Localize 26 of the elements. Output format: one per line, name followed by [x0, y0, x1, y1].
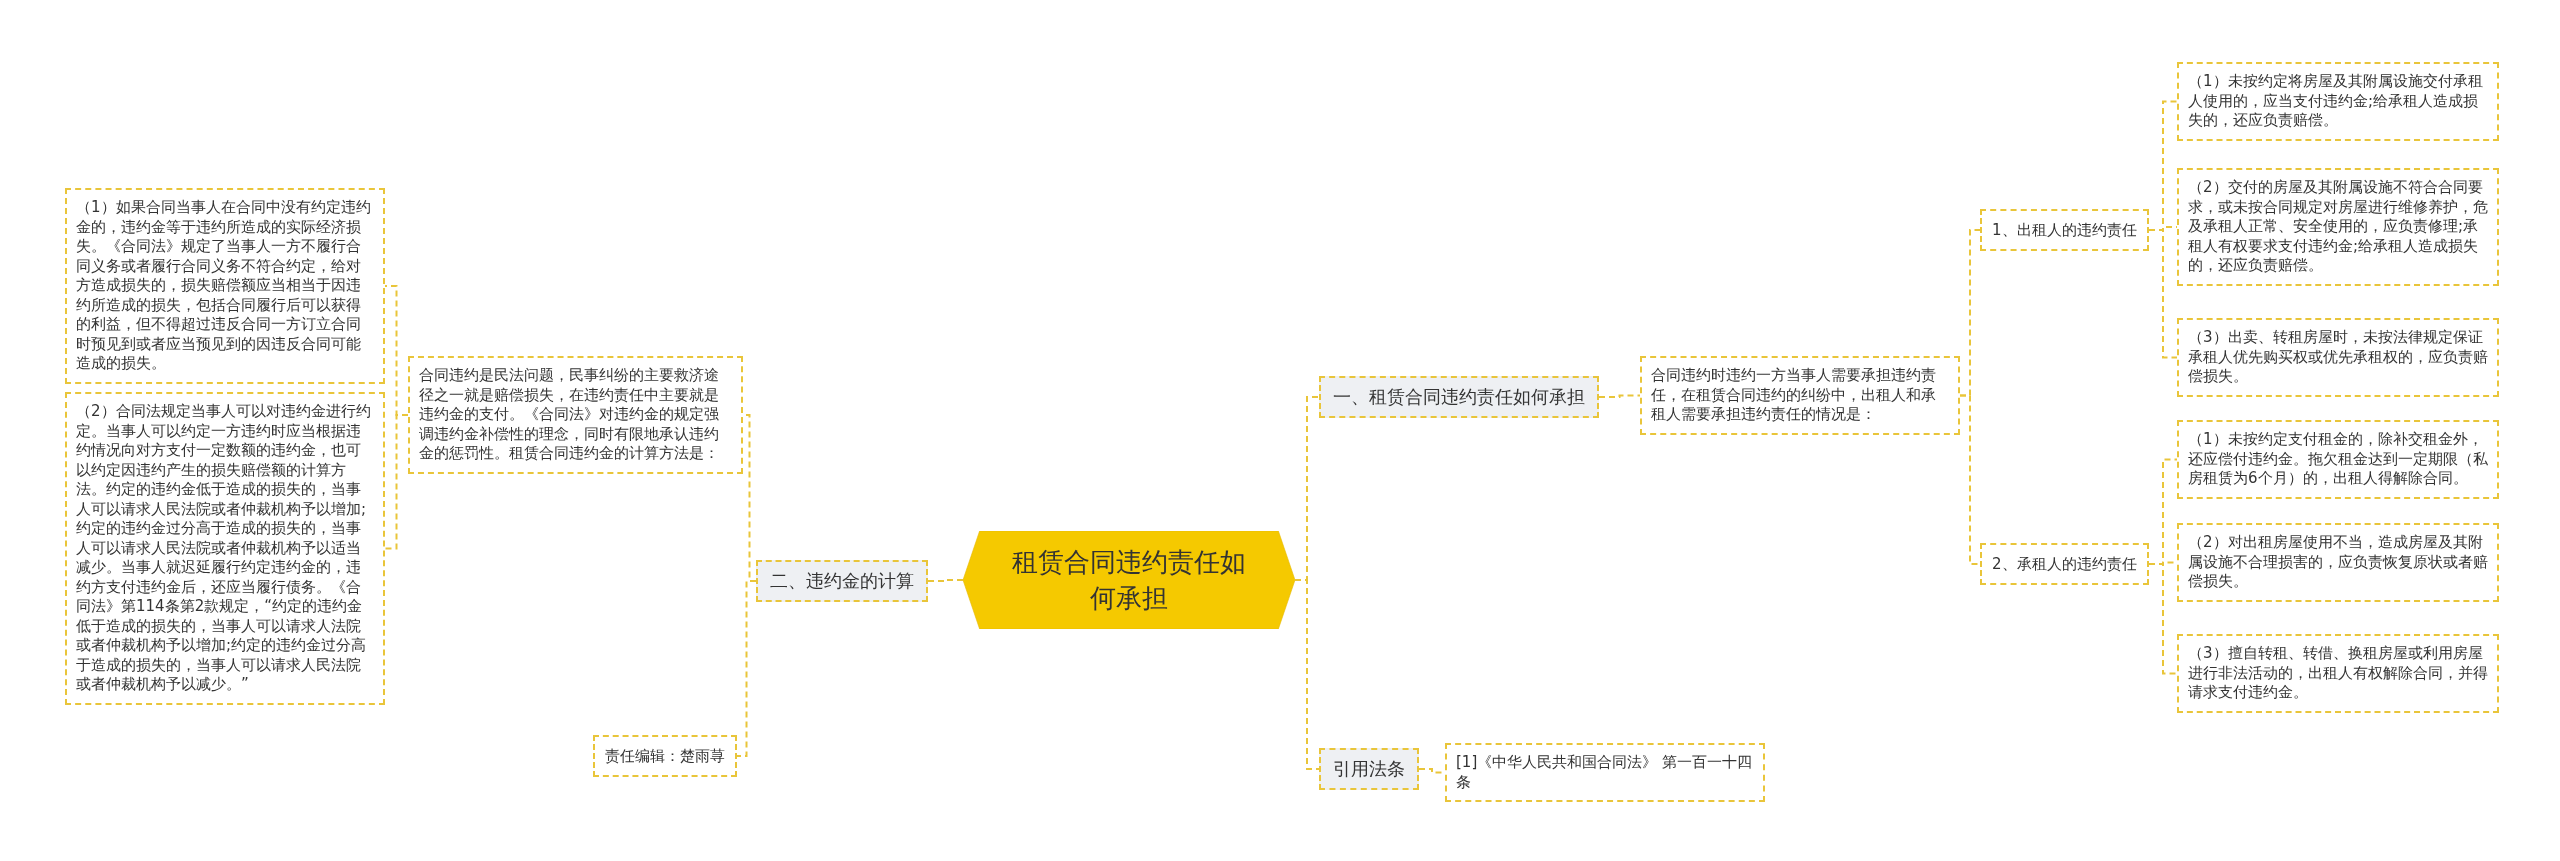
connector-line [2148, 563, 2178, 675]
text-box: （3）出卖、转租房屋时，未按法律规定保证承租人优先购买权或优先承租权的，应负责赔偿损失。 [2177, 318, 2499, 397]
connector-line [736, 580, 757, 757]
text-box: （2）对出租房屋使用不当，造成房屋及其附属设施不合理损害的，应负责恢复原状或者赔偿损失。 [2177, 523, 2499, 602]
branch-box: 一、租赁合同违约责任如何承担 [1319, 376, 1599, 418]
connector-line [1959, 394, 1981, 565]
subtopic-box: 1、出租人的违约责任 [1980, 209, 2149, 251]
branch-box: 引用法条 [1319, 748, 1419, 790]
connector-line [384, 414, 409, 550]
branch-box: 二、违约金的计算 [756, 560, 928, 602]
topic-hexagon: 租赁合同违约责任如何承担 [963, 531, 1295, 629]
text-box: （2）交付的房屋及其附属设施不符合合同要求，或未按合同规定对房屋进行维修养护，危及承租人正常、安全使用的，应负责修理;承租人有权要求支付违约金;给承租人造成损失的，还应负责赔偿。 [2177, 168, 2499, 286]
text-box: 合同违约时违约一方当事人需要承担违约责任，在租赁合同违约的纠纷中，出租人和承租人需要承担违约责任的情况是： [1640, 356, 1960, 435]
connector-line [2148, 229, 2178, 359]
text-box: （1）如果合同当事人在合同中没有约定违约金的，违约金等于违约所造成的实际经济损失。《合同法》规定了当事人一方不履行合同义务或者履行合同义务不符合约定，给对方造成损失的，损失赔偿额应当相当于因违约所造成的损失，包括合同履行后可以获得的利益，但不得超过违反合同一方订立合同时预见到或者应当预见到的因违反合同可能造成的损失。 [65, 188, 385, 384]
text-box: 合同违约是民法问题，民事纠纷的主要救济途径之一就是赔偿损失，在违约责任中主要就是违约金的支付。《合同法》对违约金的规定强调违约金补偿性的理念，同时有限地承认违约金的惩罚性。租赁合同违约金的计算方法是： [408, 356, 743, 474]
text-box: [1]《中华人民共和国合同法》 第一百一十四条 [1445, 743, 1765, 802]
text-box: （1）未按约定支付租金的，除补交租金外，还应偿付违约金。拖欠租金达到一定期限（私房租赁为6个月）的，出租人得解除合同。 [2177, 420, 2499, 499]
connector-line [1598, 394, 1641, 398]
text-box: （2）合同法规定当事人可以对违约金进行约定。当事人可以约定一方违约时应当根据违约情况向对方支付一定数额的违约金，也可以约定因违约产生的损失赔偿额的计算方法。约定的违约金低于造成的损失的，当事人可以请求人民法院或者仲裁机构予以增加;约定的违约金过分高于造成的损失的，当事人可以请求人民法院或者仲裁机构予以适当减少。当事人就迟延履行约定违约金的，违约方支付违约金后，还应当履行债务。《合同法》第114条第2款规定，“约定的违约金低于造成的损失的，当事人可以请求人法院或者仲裁机构予以增加;约定的违约金过分高于造成的损失的，当事人可以请求人民法院或者仲裁机构予以减少。” [65, 392, 385, 705]
text-box: （3）擅自转租、转借、换租房屋或利用房屋进行非法活动的，出租人有权解除合同，并得请求支付违约金。 [2177, 634, 2499, 713]
connector-line [927, 579, 964, 582]
editor-note-box: 责任编辑：楚雨荨 [593, 735, 737, 777]
text-box: （1）未按约定将房屋及其附属设施交付承租人使用的，应当支付违约金;给承租人造成损失的，还应负责赔偿。 [2177, 62, 2499, 141]
subtopic-box: 2、承租人的违约责任 [1980, 543, 2149, 585]
connector-line [1294, 579, 1320, 770]
